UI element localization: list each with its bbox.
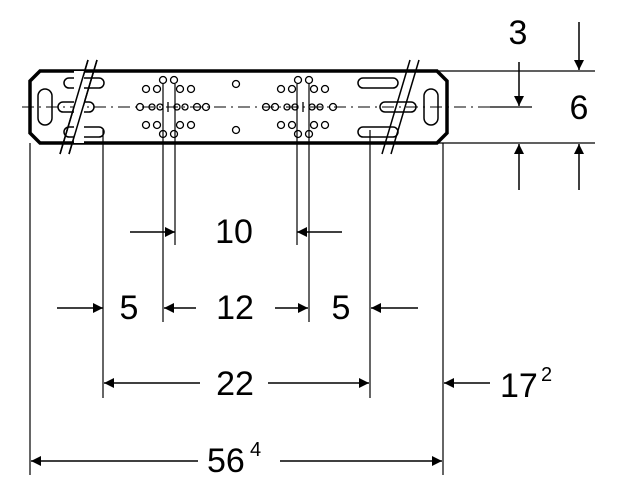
extension-lines [29,70,595,475]
dimension-arrows [31,22,584,466]
rail-outline [28,69,449,145]
dim-10-label: 10 [215,213,253,251]
right-hole-cluster [261,75,338,139]
hole [231,79,241,89]
left-hole-cluster [135,75,211,139]
left-end-slot [37,88,53,126]
dim-56-superscript: 4 [250,439,261,461]
dim-3-label: 3 [509,14,528,52]
left-break-mark [59,59,98,155]
mounting-rail [22,59,498,155]
right-slot-top [357,77,399,89]
dim-5-left-label: 5 [120,289,139,327]
right-end-slot [423,88,439,126]
right-break-mark [381,59,420,155]
dim-56-label: 56 [207,442,245,480]
hole [231,125,241,135]
dim-6-label: 6 [570,89,589,127]
dim-22-label: 22 [216,365,254,403]
dim-17-label: 17 [500,367,538,405]
dim-17-superscript: 2 [541,364,552,386]
dim-12-label: 12 [216,289,254,327]
centerline-ticks [167,102,304,112]
right-slot-bottom [357,126,399,138]
dim-5-right-label: 5 [332,289,351,327]
